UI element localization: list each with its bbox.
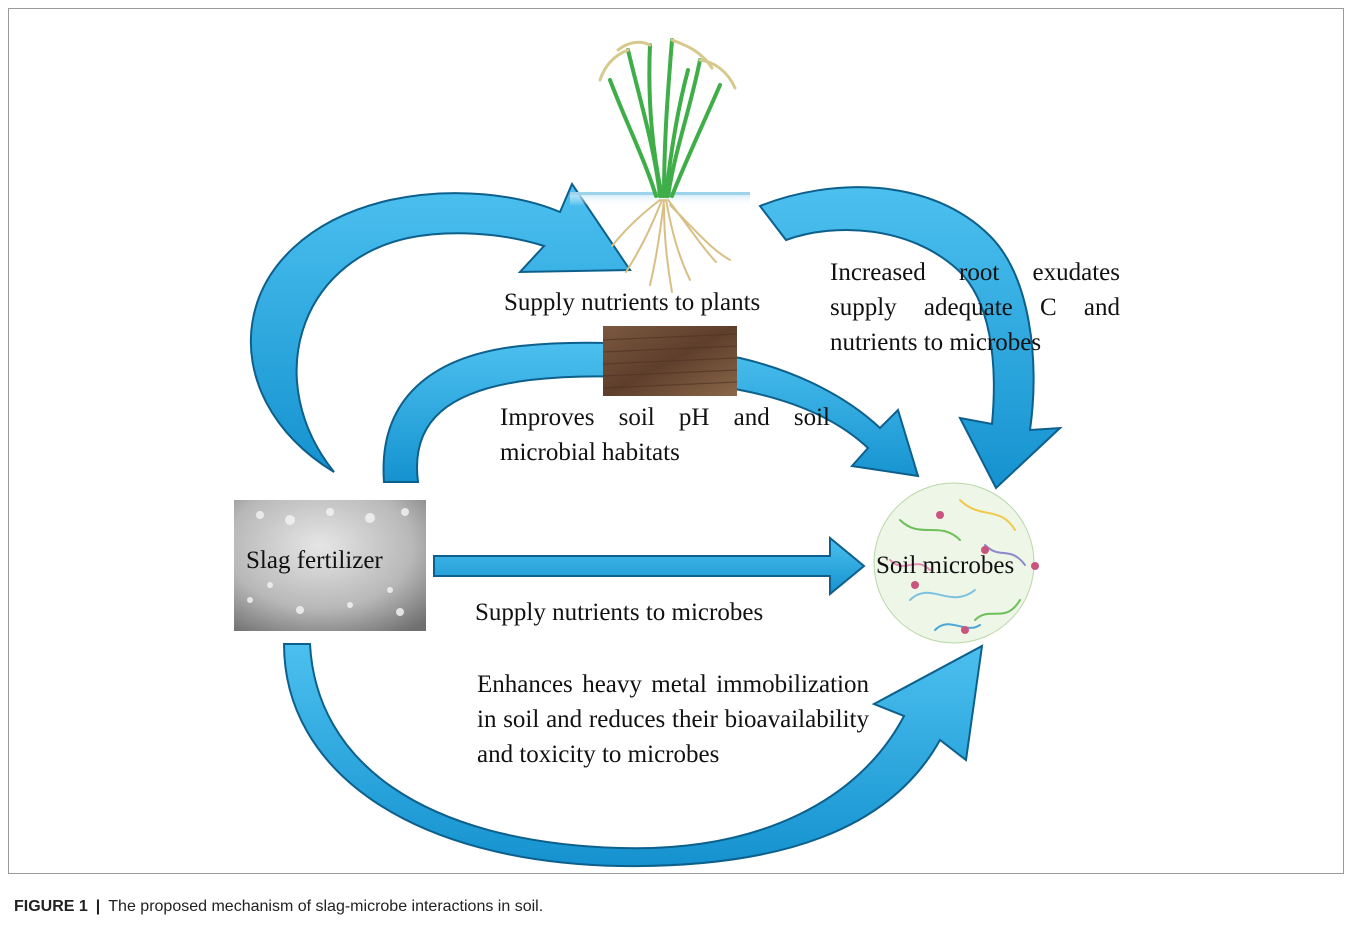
arrow-heavy-metal: [282, 643, 984, 868]
label-root-exudates: Increased root exudates supply adequate …: [830, 259, 1120, 356]
soil-image: [602, 326, 738, 396]
rice-panicles: [598, 38, 737, 90]
rice-plant-illustration: [570, 38, 750, 293]
label-heavy-metal: Enhances heavy metal immobilization in s…: [477, 671, 869, 768]
plant-roots: [611, 199, 731, 293]
microbes-label: Soil microbes: [876, 552, 1015, 579]
arrow-slag-to-plants: [249, 181, 632, 473]
microbes-image: [873, 482, 1039, 644]
slag-label: Slag fertilizer: [246, 547, 383, 574]
caption-text: The proposed mechanism of slag-microbe i…: [108, 898, 544, 915]
label-soil-ph: Improves soil pH and soil microbial habi…: [500, 404, 830, 466]
arrow-slag-to-microbes: [433, 535, 866, 597]
figure-number: FIGURE 1: [14, 898, 88, 915]
plant-leaves: [608, 38, 722, 198]
figure-caption: FIGURE 1 | The proposed mechanism of slag-…: [14, 898, 543, 916]
arrow-soil-ph: [382, 341, 920, 483]
label-supply-plants: Supply nutrients to plants: [504, 289, 761, 316]
slag-image: [234, 500, 426, 631]
label-supply-microbes: Supply nutrients to microbes: [475, 599, 764, 626]
arrow-plants-to-microbes: [758, 186, 1063, 490]
caption-separator: |: [95, 898, 101, 915]
